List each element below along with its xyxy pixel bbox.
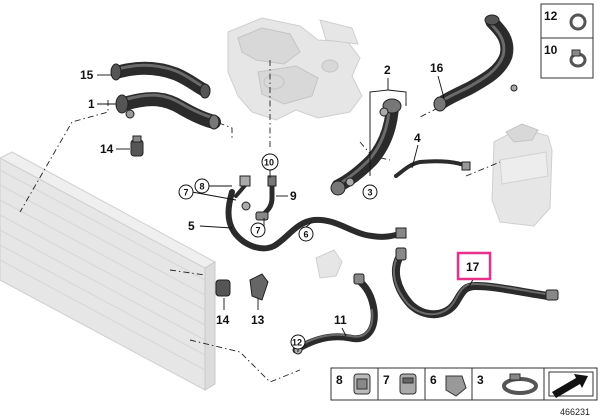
- legend-item-3: 3: [477, 373, 484, 387]
- legend-item-6: 6: [430, 373, 437, 387]
- hose-1: [115, 92, 221, 130]
- reference-number: 466231: [560, 407, 590, 417]
- callout-4: 4: [414, 131, 421, 145]
- hose-16: [433, 14, 518, 112]
- bracket-13: [249, 273, 269, 301]
- callout-14-lower: 14: [216, 313, 230, 327]
- callout-16: 16: [430, 61, 444, 75]
- hose-11-12: [292, 273, 378, 355]
- callout-13: 13: [251, 313, 265, 327]
- callout-7-lower: 7: [256, 226, 261, 236]
- installation-dash-lines: [19, 60, 501, 383]
- connector-7: [255, 211, 269, 221]
- clip-7-icon: [399, 373, 417, 395]
- legend-item-12: 12: [544, 9, 558, 23]
- legend-item-8: 8: [336, 373, 343, 387]
- arrow-direction-icon: [548, 371, 594, 398]
- callout-9: 9: [290, 189, 297, 203]
- clamp-10-icon: [569, 49, 587, 68]
- hose-15: [110, 61, 211, 99]
- clip-14-lower: [215, 279, 231, 297]
- legend-item-7: 7: [383, 373, 390, 387]
- clamp-12-icon: [569, 13, 587, 31]
- callout-1: 1: [88, 97, 95, 111]
- clip-14-upper: [130, 135, 144, 157]
- callout-numbers: 15 1 14 2 4 16 5 9 14 13 11: [80, 61, 444, 327]
- callout-15: 15: [80, 68, 94, 82]
- legend-bottom: 8 7 6 3: [330, 367, 598, 401]
- hose-5-6: [225, 175, 407, 252]
- callout-10: 10: [264, 158, 274, 168]
- callout-8: 8: [200, 182, 205, 192]
- legend-top-right: 12 10: [540, 3, 594, 79]
- circled-callouts: 10 7 8 7 6 3 12: [178, 153, 378, 350]
- callout-2: 2: [384, 63, 391, 77]
- clip-8-icon: [353, 373, 371, 395]
- hose-4: [394, 159, 471, 178]
- clamp-3-icon: [502, 373, 538, 395]
- sensor-10-9: [261, 175, 277, 217]
- callout-17: 17: [466, 260, 480, 274]
- callout-7-upper: 7: [184, 188, 189, 198]
- valve-ghost: [315, 249, 343, 279]
- hose-2-3: [330, 98, 402, 196]
- legend-item-10: 10: [544, 43, 558, 57]
- highlight-box-17: 17: [456, 251, 492, 281]
- hose-17: [391, 247, 559, 319]
- expansion-tank-ghost: [491, 123, 553, 227]
- callout-11: 11: [334, 313, 347, 327]
- callout-6: 6: [304, 230, 309, 240]
- callout-14-upper: 14: [100, 142, 114, 156]
- radiator-ghost: [0, 151, 217, 391]
- bracket-6-icon: [445, 375, 467, 397]
- callout-3: 3: [368, 188, 373, 198]
- engine-block-ghost: [227, 17, 363, 121]
- callout-12: 12: [292, 338, 302, 348]
- callout-5: 5: [188, 219, 195, 233]
